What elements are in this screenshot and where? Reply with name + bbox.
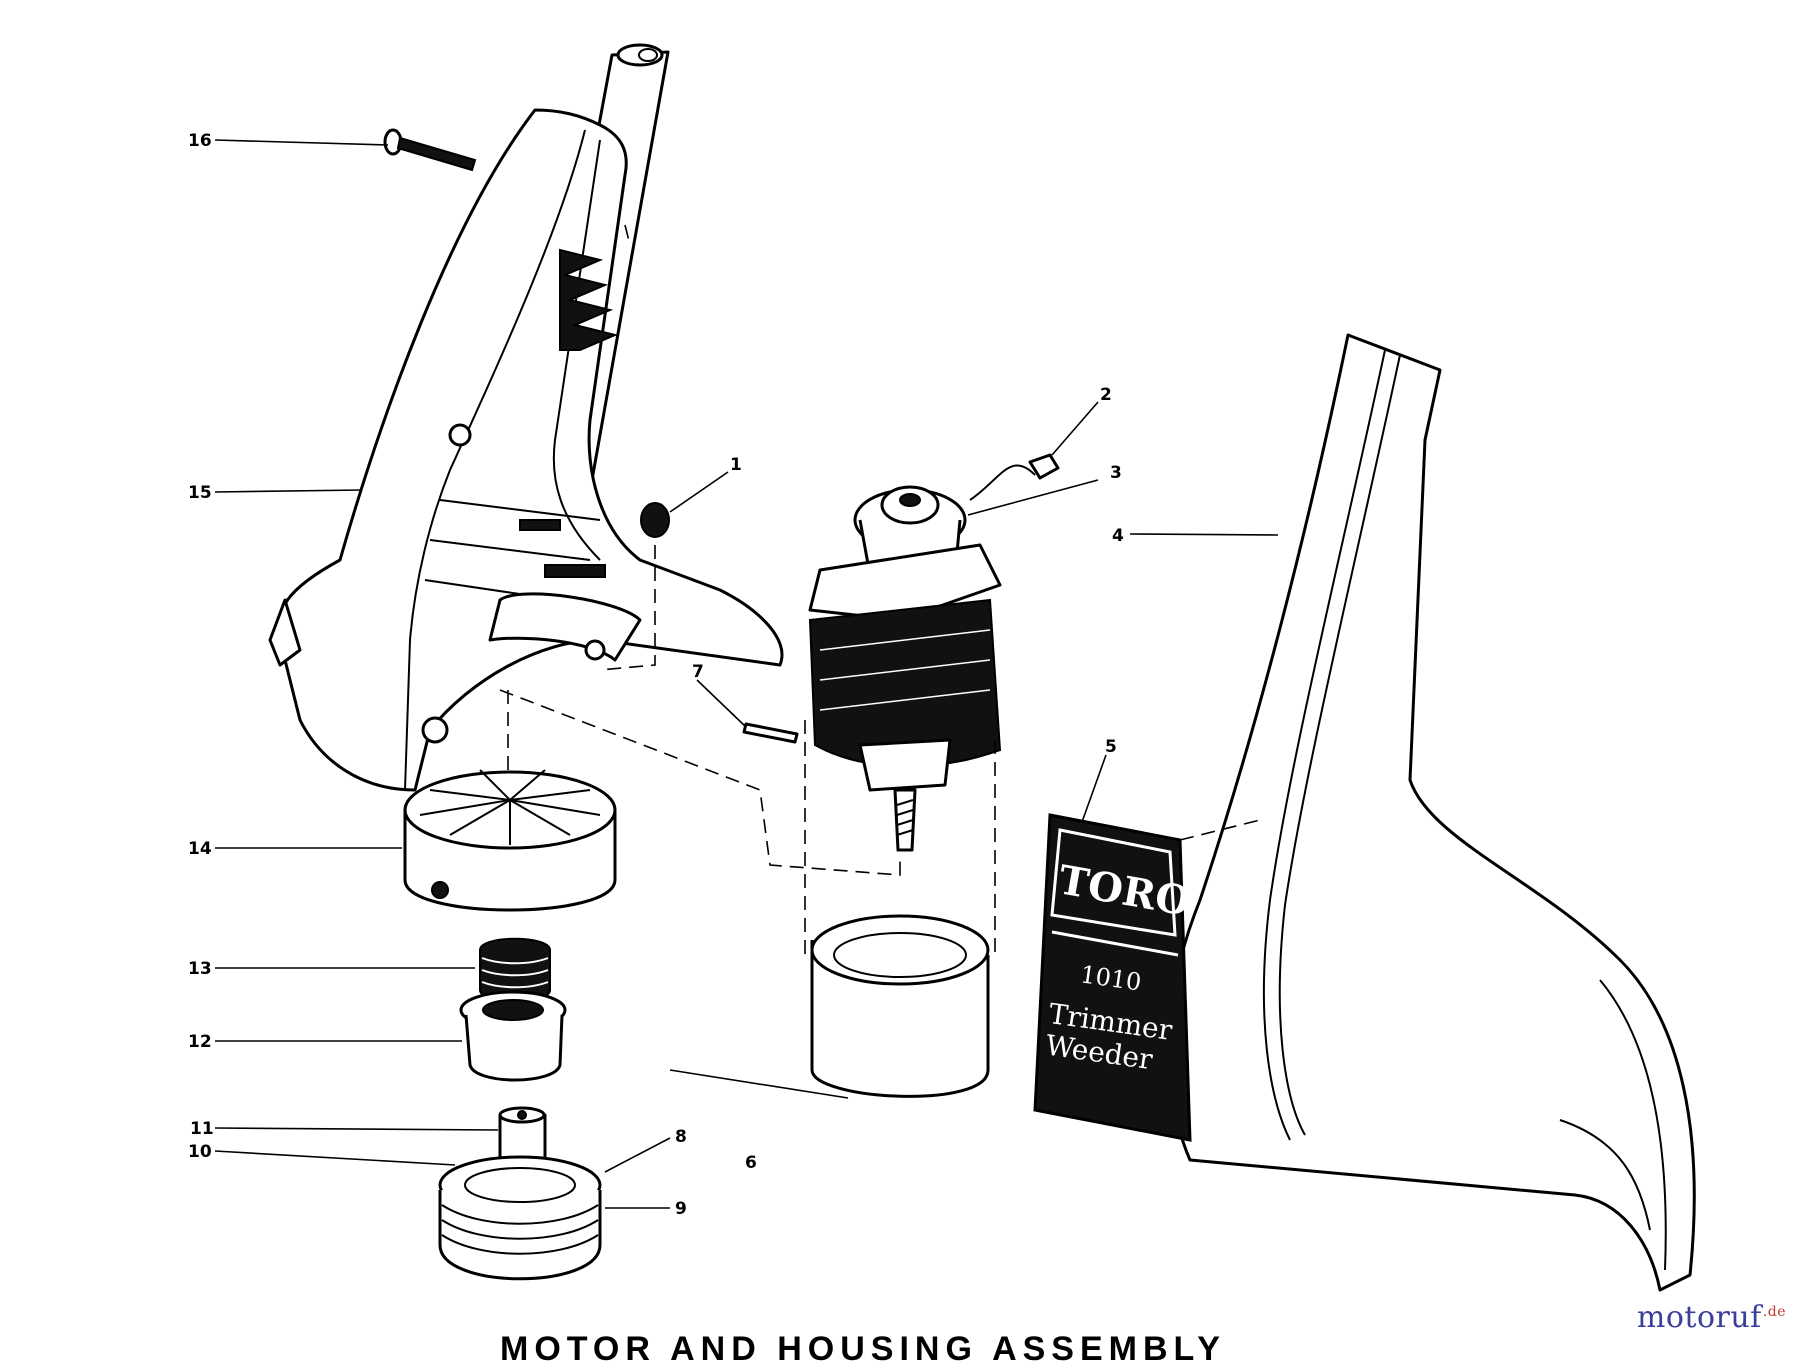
pin (742, 722, 799, 744)
bolt (383, 128, 477, 172)
callout-7: 7 (692, 662, 704, 682)
callout-5: 5 (1105, 737, 1117, 757)
callout-2: 2 (1100, 385, 1112, 405)
callout-16: 16 (188, 131, 212, 151)
callout-1: 1 (730, 455, 742, 475)
spring (479, 937, 551, 1003)
watermark-tld: .de (1762, 1304, 1786, 1320)
callout-15: 15 (188, 483, 212, 503)
callout-11: 11 (190, 1119, 214, 1139)
callout-labels: 1 2 3 4 5 6 7 8 9 10 11 12 13 14 15 16 (188, 131, 1124, 1219)
callout-14: 14 (188, 839, 212, 859)
diagram-title: MOTOR AND HOUSING ASSEMBLY (500, 1330, 1226, 1368)
callout-12: 12 (188, 1032, 212, 1052)
spool-retainer (459, 990, 567, 1082)
callout-6: 6 (745, 1153, 757, 1173)
exploded-parts-diagram: TORO 1010 Trimmer Weeder (188, 43, 1696, 1292)
callout-13: 13 (188, 959, 212, 979)
callout-10: 10 (188, 1142, 212, 1162)
callout-9: 9 (675, 1199, 687, 1219)
housing-right-half (1167, 333, 1696, 1292)
terminal-cap (1028, 453, 1060, 480)
bearing-ring (810, 914, 990, 1098)
watermark-name: motoruf (1636, 1300, 1762, 1335)
cooling-fan (403, 769, 617, 912)
set-screw (640, 502, 670, 538)
callout-3: 3 (1110, 463, 1122, 483)
assembly-guide-lines (499, 224, 1261, 960)
callout-4: 4 (1112, 526, 1124, 546)
line-spool (438, 1155, 602, 1281)
callout-8: 8 (675, 1127, 687, 1147)
leader-lines (214, 139, 1279, 1209)
housing-left-half (268, 43, 784, 792)
watermark-logo[interactable]: motoruf.de (1637, 1300, 1786, 1335)
motor-assembly (808, 464, 1036, 852)
decal-plate: TORO 1010 Trimmer Weeder (1033, 813, 1194, 1142)
